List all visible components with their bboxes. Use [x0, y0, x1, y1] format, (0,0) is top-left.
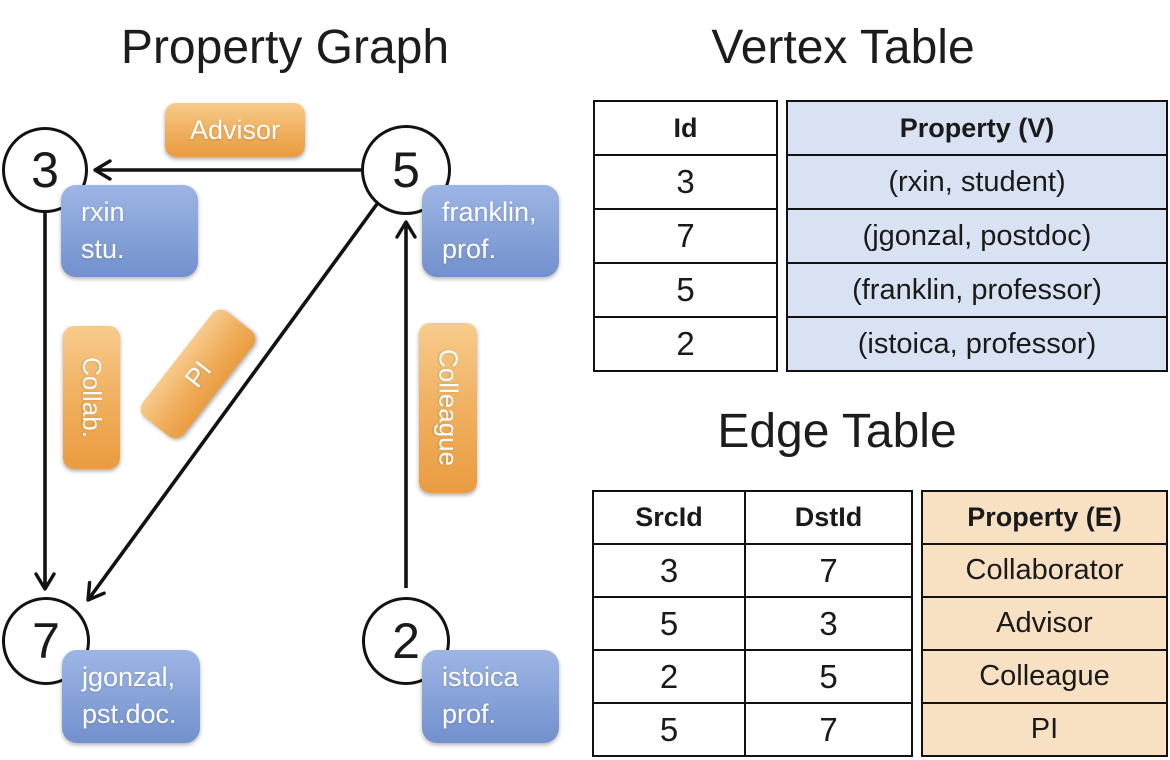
edge-table-header-dstid: DstId: [744, 489, 913, 546]
edge-dst-cell: 5: [744, 649, 913, 705]
vertex-property-line: prof.: [442, 234, 497, 264]
vertex-property-cell: (istoica, professor): [786, 316, 1168, 373]
vertex-property-line: stu.: [81, 234, 125, 264]
vertex-property-box-jgonzal: jgonzal, pst.doc.: [62, 650, 200, 743]
edge-dst-cell: 3: [744, 596, 913, 652]
vertex-property-cell: (franklin, professor): [786, 262, 1168, 319]
edge-table-header-srcid: SrcId: [592, 489, 746, 546]
vertex-property-line: franklin,: [442, 197, 537, 227]
vertex-table-id-column: Id 3 7 5 2: [593, 99, 778, 373]
edge-label-text: Colleague: [433, 349, 464, 467]
node-id-label: 2: [392, 613, 420, 669]
edge-property-cell: Colleague: [921, 649, 1168, 705]
node-id-label: 5: [392, 142, 420, 198]
edge-src-cell: 2: [592, 649, 746, 705]
property-graph-title: Property Graph: [120, 21, 450, 74]
edge-label-advisor: Advisor: [165, 103, 305, 157]
vertex-property-cell: (jgonzal, postdoc): [786, 208, 1168, 265]
graph-node-5: 5: [361, 125, 451, 215]
edge-table-id-columns: SrcId DstId 3 7 5 3 2 5 5 7: [592, 489, 913, 758]
edge-label-text: Collab.: [77, 357, 107, 438]
vertex-property-line: istoica: [442, 662, 519, 692]
graph-edges-layer: [34, 159, 417, 602]
vertex-property-cell: (rxin, student): [786, 154, 1168, 211]
vertex-id-cell: 5: [593, 262, 778, 319]
edge-label-collab: Collab.: [63, 326, 120, 469]
vertex-property-box-istoica: istoica prof.: [422, 650, 559, 743]
edge-src-cell: 5: [592, 596, 746, 652]
edge-src-cell: 3: [592, 543, 746, 599]
graph-node-2: 2: [362, 597, 450, 685]
vertex-id-cell: 7: [593, 208, 778, 265]
edge-property-cell: Collaborator: [921, 543, 1168, 599]
edge-label-text: Advisor: [189, 114, 281, 145]
edge-src-cell: 5: [592, 702, 746, 758]
node-id-label: 3: [31, 142, 59, 198]
edge-label-colleague: Colleague: [419, 323, 477, 493]
edge-dst-cell: 7: [744, 543, 913, 599]
vertex-table-header-id: Id: [593, 99, 778, 157]
edge-dst-cell: 7: [744, 702, 913, 758]
edge-label-text: PI: [178, 354, 217, 393]
edge-table-title: Edge Table: [717, 405, 957, 458]
vertex-table-title: Vertex Table: [711, 21, 975, 74]
vertex-property-line: jgonzal,: [82, 662, 176, 692]
vertex-property-box-franklin: franklin, prof.: [422, 185, 559, 277]
edge-table-header-property: Property (E): [921, 489, 1168, 546]
vertex-property-box-rxin: rxin stu.: [61, 185, 198, 277]
vertex-property-line: prof.: [442, 699, 497, 729]
edge-table-property-column: Property (E) Collaborator Advisor Collea…: [921, 489, 1168, 758]
node-id-label: 7: [32, 613, 60, 669]
edge-line-pi-5-to-7: [86, 202, 379, 602]
vertex-id-cell: 3: [593, 154, 778, 211]
vertex-table-header-property: Property (V): [786, 99, 1168, 157]
vertex-id-cell: 2: [593, 316, 778, 373]
vertex-table-property-column: Property (V) (rxin, student) (jgonzal, p…: [786, 99, 1168, 373]
vertex-property-line: pst.doc.: [82, 699, 177, 729]
vertex-property-line: rxin: [81, 197, 125, 227]
edge-property-cell: Advisor: [921, 596, 1168, 652]
edge-property-cell: PI: [921, 702, 1168, 758]
